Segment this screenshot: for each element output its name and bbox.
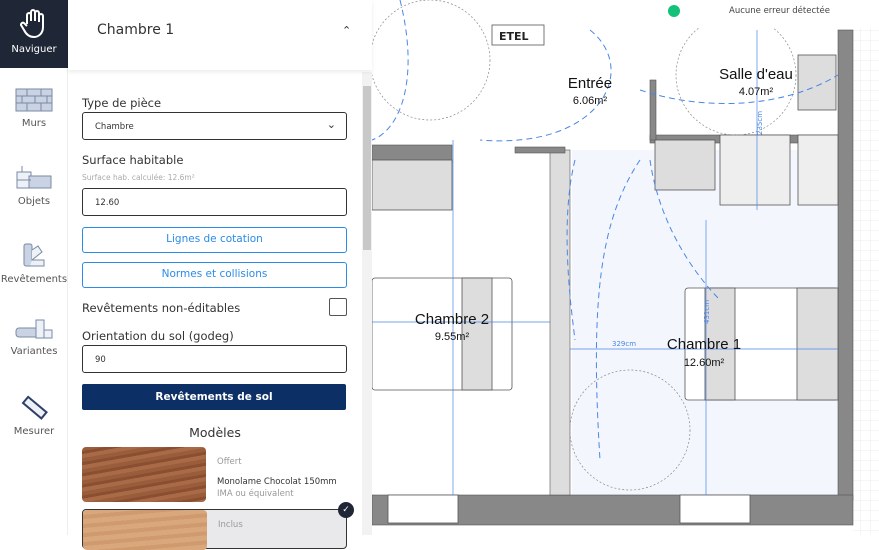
rail-label: Revêtements: [0, 274, 68, 285]
wood-swatch: [82, 447, 206, 502]
room-name: Salle d'eau: [719, 66, 793, 83]
model-card[interactable]: Offert Monolame Chocolat 150mm IMA ou éq…: [82, 447, 347, 502]
rail-label: Mesurer: [13, 426, 55, 437]
model-card-selected[interactable]: Inclus ✓: [82, 502, 354, 550]
ruler-icon: [21, 395, 48, 420]
room-name: Chambre 2: [415, 311, 489, 328]
room-area: 12.60m²: [684, 357, 725, 369]
rail-label: Objets: [17, 196, 51, 207]
furniture-icon: [16, 166, 52, 189]
rail-murs[interactable]: Murs: [0, 88, 68, 129]
room-area: 9.55m²: [435, 331, 470, 343]
rail-revetements[interactable]: Revêtements: [0, 242, 68, 285]
chevron-up-icon[interactable]: ⌃: [342, 24, 352, 37]
brick-wall-icon: [15, 88, 53, 112]
models-title: Modèles: [189, 425, 241, 440]
room-type-select[interactable]: Chambre ⌄: [82, 112, 347, 140]
floor-coverings-button[interactable]: Revêtements de sol: [82, 384, 346, 410]
room-type-label: Type de pièce: [82, 96, 162, 110]
surface-label: Surface habitable: [82, 153, 184, 167]
model-tag: Offert: [217, 457, 242, 467]
scrollbar-thumb[interactable]: [363, 86, 371, 250]
rail-objets[interactable]: Objets: [0, 164, 68, 207]
check-icon: ✓: [338, 502, 354, 518]
hand-icon: [20, 9, 44, 38]
cotation-button[interactable]: Lignes de cotation: [82, 227, 347, 253]
dimension-label: 431cm: [703, 300, 711, 324]
etel-label: ETEL: [499, 30, 529, 43]
panel-title: Chambre 1: [97, 22, 175, 38]
room-area: 6.06m²: [573, 95, 608, 107]
rail-variantes[interactable]: Variantes: [0, 318, 68, 357]
surface-hint: Surface hab. calculée: 12.6m²: [82, 173, 195, 182]
swatch-icon: [23, 243, 45, 267]
rail-naviguer[interactable]: Naviguer: [0, 0, 68, 68]
non-editable-label: Revêtements non-éditables: [82, 301, 241, 315]
room-panel: Chambre 1 ⌃ Type de pièce Chambre ⌄ Surfa…: [68, 0, 372, 550]
floor-plan-canvas[interactable]: ETEL 235cm 431cm 329cm Entrée 6.06m² Sal…: [372, 0, 879, 535]
orientation-input[interactable]: 90: [82, 345, 347, 373]
variants-icon: [15, 319, 53, 339]
door-swings: [372, 0, 839, 461]
wood-swatch: [83, 510, 207, 550]
room-name: Entrée: [568, 75, 612, 92]
etel-box: [491, 24, 545, 46]
rail-label: Variantes: [10, 346, 58, 357]
tool-rail: Naviguer Murs Objets Revêtements Variant…: [0, 0, 68, 535]
room-area: 4.07m²: [739, 86, 774, 98]
status-bar: Aucune erreur détectée: [658, 0, 879, 28]
chevron-down-icon: ⌄: [326, 118, 336, 131]
rail-mesurer[interactable]: Mesurer: [0, 394, 68, 437]
non-editable-checkbox[interactable]: [329, 298, 347, 316]
status-text: Aucune erreur détectée: [729, 6, 830, 16]
rail-label: Naviguer: [11, 44, 57, 55]
orientation-label: Orientation du sol (godeg): [82, 329, 234, 343]
dimension-label: 329cm: [612, 340, 636, 348]
surface-input[interactable]: 12.60: [82, 188, 347, 216]
model-sub: IMA ou équivalent: [217, 489, 294, 499]
panel-header[interactable]: Chambre 1 ⌃: [68, 0, 372, 70]
normes-button[interactable]: Normes et collisions: [82, 262, 347, 288]
panel-scrollbar[interactable]: [362, 72, 372, 535]
status-ok-icon: [668, 5, 680, 17]
rail-label: Murs: [21, 118, 47, 129]
room-type-value: Chambre: [95, 122, 134, 132]
room-name: Chambre 1: [667, 336, 741, 353]
model-name: Monolame Chocolat 150mm: [217, 477, 337, 487]
model-tag: Inclus: [218, 520, 243, 530]
dimension-label: 235cm: [756, 111, 764, 135]
